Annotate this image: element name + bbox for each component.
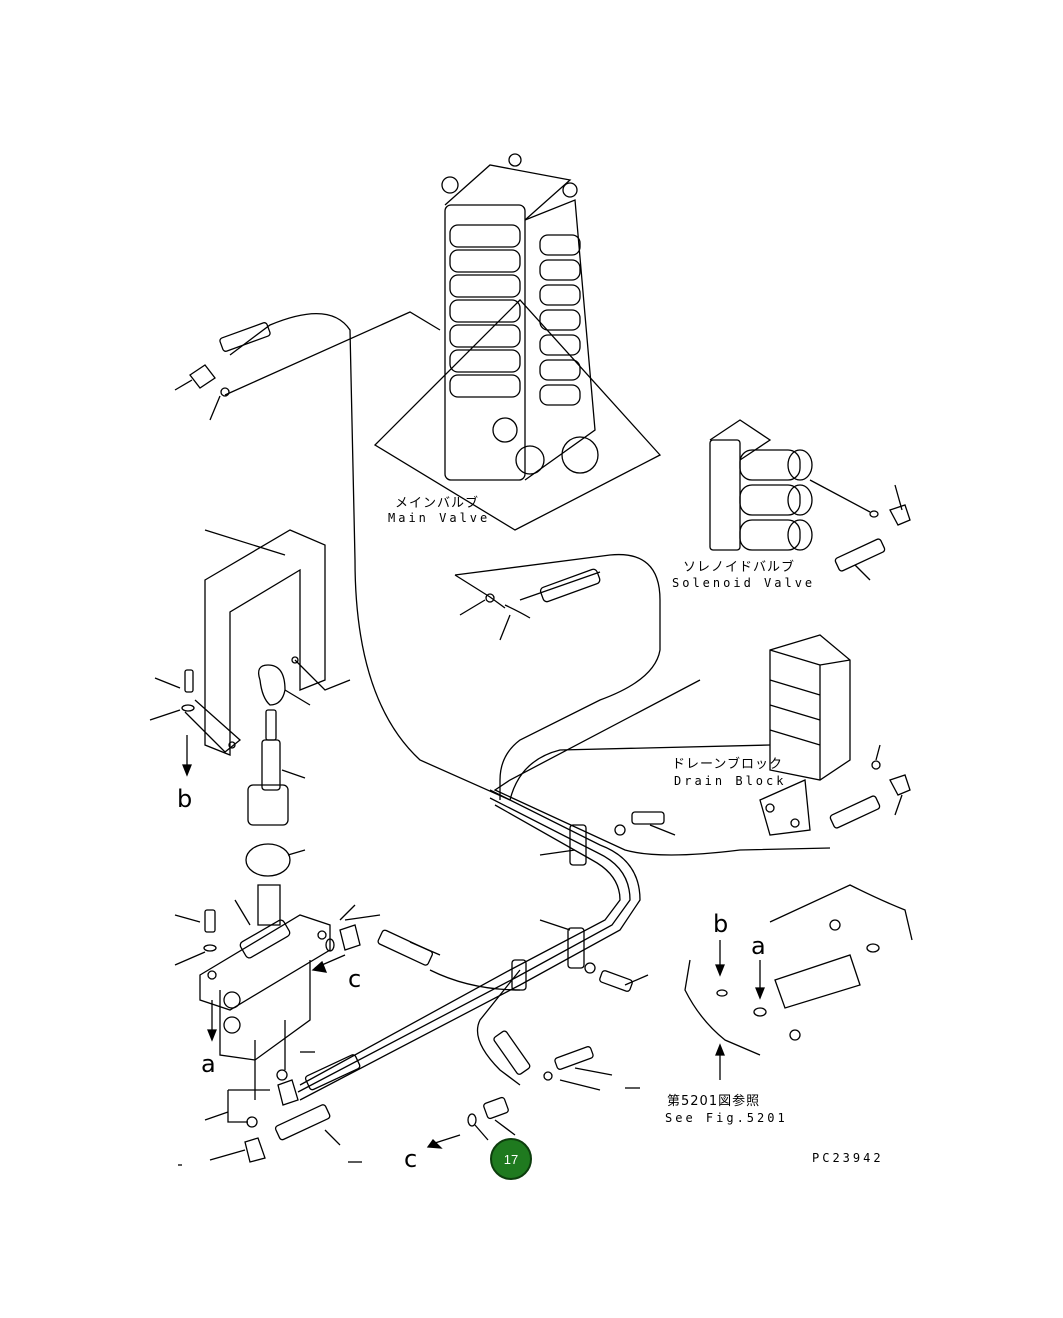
solenoid-valve-label-en: Solenoid Valve	[672, 576, 816, 590]
lever-valve-drawing	[199, 914, 331, 1061]
drain-block-label-en: Drain Block	[674, 774, 787, 788]
ref-b-left: b	[177, 785, 193, 813]
lever-drawing	[245, 664, 291, 926]
part-number-badge[interactable]: 17	[490, 1138, 532, 1180]
see-fig-label-en: See Fig.5201	[665, 1111, 788, 1125]
see-fig-label-jp: 第5201図参照	[667, 1094, 761, 1109]
floor-plate-drawing	[684, 884, 913, 1056]
ref-b-plate: b	[713, 910, 729, 938]
main-valve-drawing	[373, 153, 662, 531]
bracket-drawing	[184, 529, 351, 756]
drawing-code: PC23942	[812, 1151, 884, 1165]
drain-block-drawing	[759, 634, 851, 836]
main-valve-label-en: Main Valve	[388, 511, 491, 525]
ref-a-left: a	[201, 1050, 216, 1078]
drain-block-label-jp: ドレーンブロック	[672, 757, 783, 772]
ref-c-bottom: c	[404, 1145, 418, 1173]
main-valve-label-jp: メインバルブ	[395, 496, 480, 511]
solenoid-valve-drawing	[709, 419, 813, 551]
ref-c-middle: c	[348, 965, 362, 993]
solenoid-valve-label-jp: ソレノイドバルブ	[683, 560, 796, 575]
ref-a-plate: a	[751, 932, 766, 960]
